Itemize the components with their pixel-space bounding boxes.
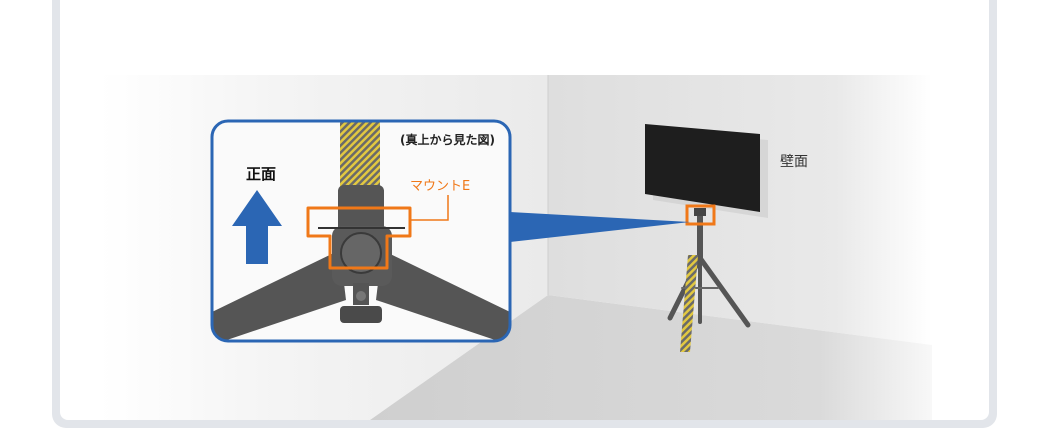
- mount-e-highlight: [306, 206, 412, 270]
- zoom-connector: [510, 212, 690, 242]
- arrow-up-icon: [232, 190, 282, 264]
- tripod-stand: [667, 208, 751, 352]
- mount-e-label: マウントE: [410, 179, 471, 194]
- front-direction-label: 正面: [246, 165, 277, 183]
- top-view-inset: [210, 119, 512, 343]
- top-view-caption: (真上から見た図): [400, 133, 495, 147]
- wall-label: 壁面: [780, 154, 808, 170]
- mount-highlight-box: [685, 204, 716, 226]
- tv-monitor: [645, 124, 768, 218]
